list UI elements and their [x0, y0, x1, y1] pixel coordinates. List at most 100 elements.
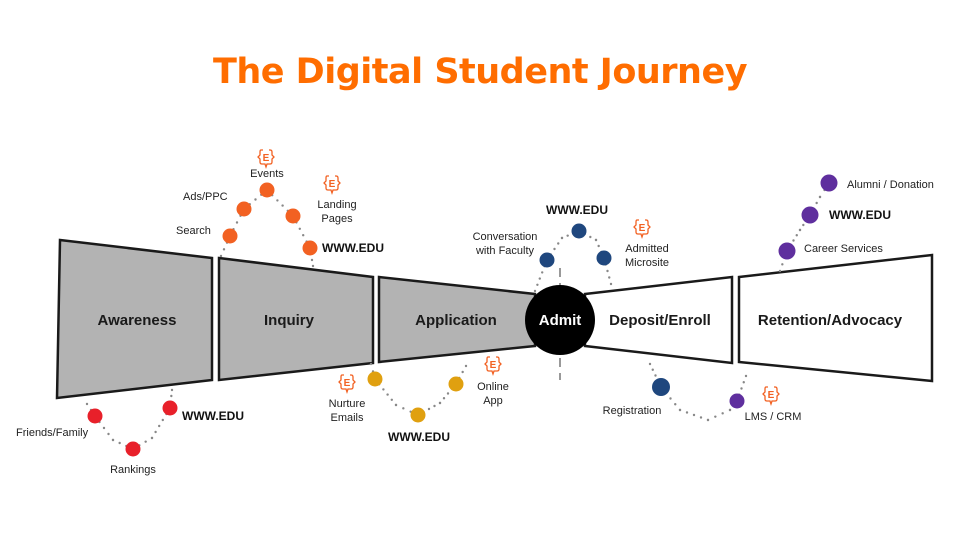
path-dot: [442, 397, 446, 400]
touchpoint-label-events: Events: [250, 168, 284, 180]
path-dot: [111, 438, 115, 442]
touchpoint-label-www-edu-application: WWW.EDU: [388, 430, 450, 444]
path-dot: [150, 436, 154, 440]
stage-admit-label: Admit: [539, 312, 582, 329]
stage-inquiry[interactable]: Inquiry: [217, 256, 375, 382]
path-dot: [281, 204, 284, 207]
path-dot: [685, 411, 689, 414]
path-dot: [170, 388, 174, 392]
email-icon: E: [257, 149, 275, 170]
stage-admit[interactable]: Admit: [525, 285, 595, 355]
email-icon-letter: E: [639, 223, 646, 234]
admit-circle: [525, 285, 595, 355]
touchpoint-label-admitted-line2: Microsite: [625, 257, 669, 269]
path-dot: [536, 283, 539, 286]
email-icon-bracket: [484, 356, 502, 377]
touchpoint-label-landing-pages-line2: Pages: [321, 213, 353, 225]
path-dot: [648, 362, 652, 366]
email-icon: E: [323, 175, 341, 196]
touchpoint-label-conversation-line2: with Faculty: [475, 245, 535, 257]
path-dot: [102, 426, 106, 430]
path-dot: [433, 404, 436, 408]
path-dot: [818, 195, 822, 199]
path-dot: [651, 368, 654, 371]
stage-application[interactable]: Application: [377, 275, 537, 364]
touchpoint-dot-alumni-donation[interactable]: [820, 174, 838, 192]
touchpoint-dot-ads-ppc[interactable]: [236, 201, 252, 217]
path-dot: [541, 271, 544, 274]
touchpoint-dot-conversation-faculty[interactable]: [539, 252, 555, 268]
touchpoint-label-rankings: Rankings: [110, 464, 156, 476]
retention-touchpoints: Career Services WWW.EDU Alumni / Donatio…: [778, 174, 934, 260]
touchpoint-dot-www-edu-inquiry[interactable]: [302, 240, 318, 256]
path-dot: [144, 440, 147, 443]
enroll-touchpoints: Registration LMS / CRM: [603, 378, 801, 423]
touchpoint-label-registration: Registration: [603, 405, 662, 417]
path-dot: [795, 234, 798, 237]
path-dot: [654, 374, 657, 377]
email-icon-letter: E: [263, 153, 270, 164]
touchpoint-dot-admitted-microsite[interactable]: [596, 250, 612, 266]
touchpoint-dot-registration[interactable]: [652, 378, 670, 396]
touchpoint-dot-events[interactable]: [259, 182, 275, 198]
touchpoint-dot-online-app[interactable]: [448, 376, 464, 392]
page-title: The Digital Student Journey: [212, 52, 748, 92]
path-dot: [609, 282, 613, 286]
path-dot: [792, 239, 795, 242]
touchpoint-label-alumni-donation: Alumni / Donation: [847, 179, 934, 191]
touchpoint-label-www-edu-admit: WWW.EDU: [546, 203, 608, 217]
path-dot: [235, 221, 239, 224]
path-dot: [589, 235, 592, 239]
path-dot: [276, 199, 279, 202]
path-dot: [557, 242, 560, 245]
path-dot: [390, 398, 393, 401]
path-dot: [107, 432, 110, 436]
path-dot: [692, 413, 696, 417]
path-dot: [118, 441, 121, 445]
touchpoint-label-www-edu-awareness: WWW.EDU: [182, 409, 244, 423]
stage-retention-advocacy[interactable]: Retention/Advocacy: [737, 253, 934, 383]
touchpoint-dot-www-edu-admit[interactable]: [571, 223, 587, 239]
path-dot: [464, 364, 468, 368]
stage-retention-advocacy-shape: [737, 253, 934, 383]
touchpoint-dot-www-edu-awareness[interactable]: [162, 400, 178, 416]
path-dot: [402, 407, 405, 410]
email-icon-letter: E: [768, 390, 775, 401]
touchpoint-dot-search[interactable]: [222, 228, 238, 244]
path-dot: [597, 244, 600, 248]
touchpoint-label-landing-pages-line1: Landing: [317, 199, 356, 211]
path-dot: [170, 394, 173, 398]
path-dot: [298, 227, 301, 230]
path-dot: [154, 430, 157, 434]
path-dot: [706, 418, 710, 422]
touchpoint-dot-career-services[interactable]: [778, 242, 796, 260]
stage-awareness-label: Awareness: [98, 312, 177, 329]
stage-application-shape: [377, 275, 537, 364]
path-dot: [594, 238, 598, 242]
path-dot: [461, 370, 464, 374]
admit-touchpoints: Conversation with Faculty WWW.EDU Admitt…: [473, 203, 669, 269]
path-dot: [446, 392, 450, 395]
stage-awareness-shape: [55, 238, 214, 400]
touchpoint-label-online-app-line1: Online: [477, 381, 509, 393]
stage-inquiry-shape: [217, 256, 375, 382]
touchpoint-dot-www-edu-application[interactable]: [410, 407, 426, 423]
touchpoint-dot-nurture-emails[interactable]: [367, 371, 383, 387]
path-dot: [254, 198, 257, 201]
touchpoint-dot-lms-crm[interactable]: [729, 393, 745, 409]
touchpoint-label-conversation-line1: Conversation: [473, 231, 538, 243]
touchpoint-dot-rankings[interactable]: [125, 441, 141, 457]
email-icon-bracket: [633, 219, 651, 240]
touchpoint-label-nurture-emails-line2: Emails: [330, 412, 364, 424]
path-dot: [798, 228, 802, 232]
touchpoint-label-www-edu-inquiry: WWW.EDU: [322, 241, 384, 255]
touchpoint-dot-landing-pages[interactable]: [285, 208, 301, 224]
touchpoint-dot-friends-family[interactable]: [87, 408, 103, 424]
stage-deposit-enroll[interactable]: Deposit/Enroll: [583, 275, 734, 365]
email-icon-bracket: [323, 175, 341, 196]
email-icon-letter: E: [329, 179, 336, 190]
touchpoint-label-search: Search: [176, 225, 211, 237]
touchpoint-dot-www-edu-retention[interactable]: [801, 206, 819, 224]
stage-awareness[interactable]: Awareness: [55, 238, 214, 400]
